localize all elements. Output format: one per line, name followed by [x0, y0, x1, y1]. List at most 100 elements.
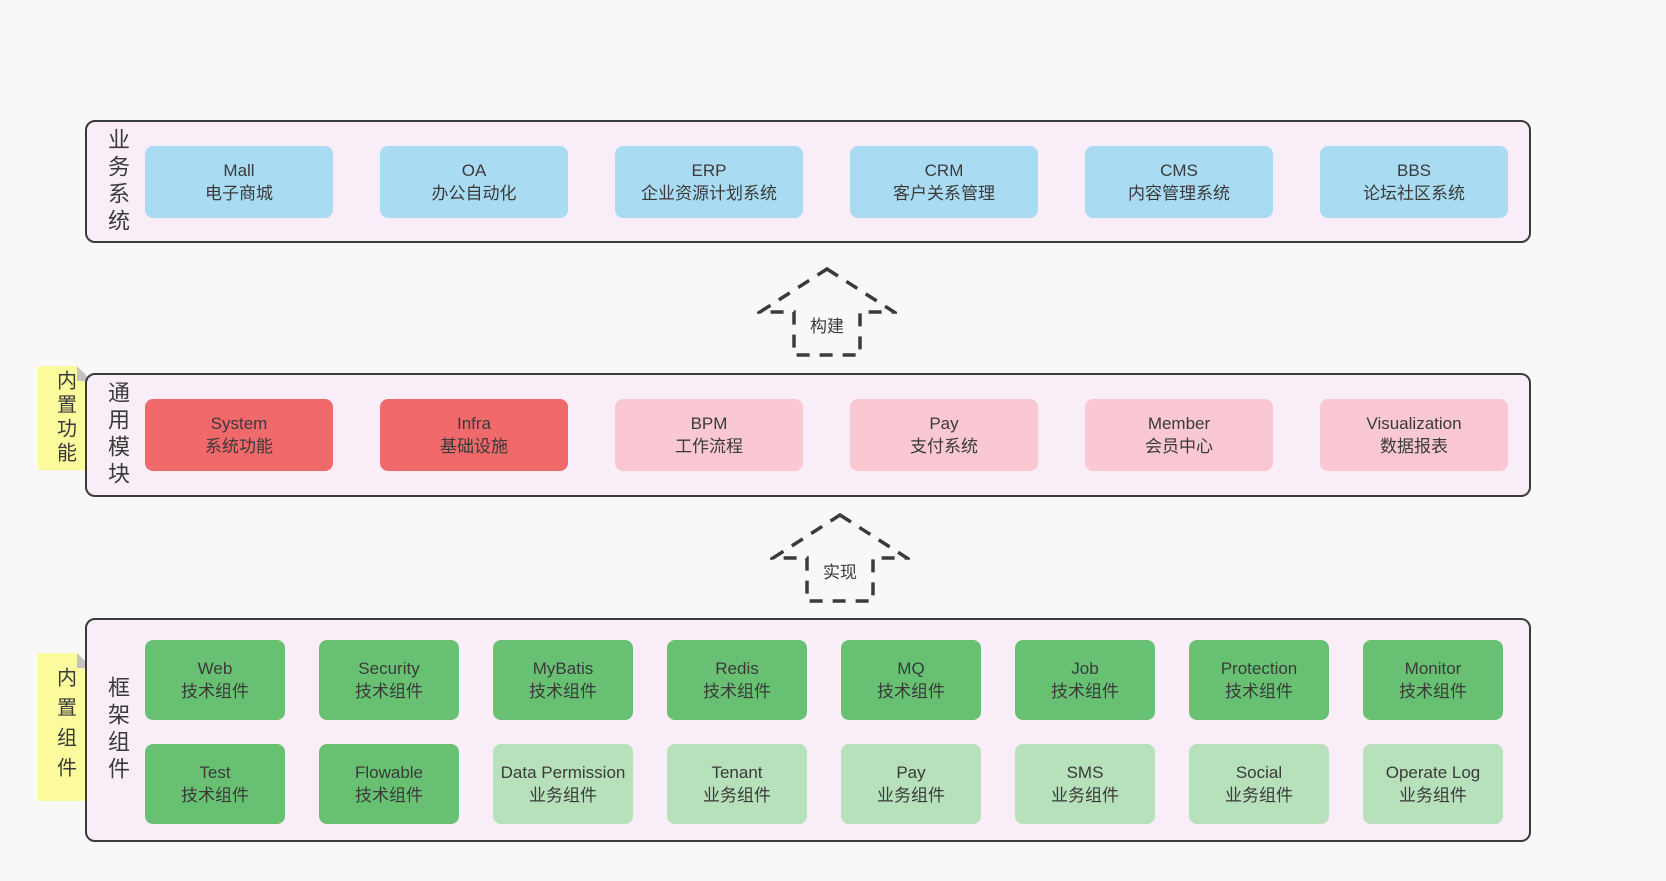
node-redis: Redis 技术组件: [667, 640, 807, 720]
node-title: OA: [461, 161, 487, 180]
node-title: Web: [197, 659, 233, 678]
node-title: Security: [358, 659, 420, 678]
node-subtitle: 工作流程: [675, 437, 743, 456]
section-label-business: 业务系统: [105, 127, 130, 236]
node-test: Test 技术组件: [145, 744, 285, 824]
node-subtitle: 技术组件: [529, 682, 597, 701]
node-title: MQ: [897, 659, 925, 678]
node-pay-system: Pay 支付系统: [850, 399, 1038, 471]
node-title: Social: [1235, 763, 1283, 782]
section-framework-components: 框架组件 Web 技术组件 Security 技术组件 MyBatis 技术组件…: [85, 618, 1531, 842]
node-subtitle: 业务组件: [1399, 786, 1467, 805]
node-flowable: Flowable 技术组件: [319, 744, 459, 824]
node-bpm: BPM 工作流程: [615, 399, 803, 471]
node-title: Member: [1147, 414, 1211, 433]
node-subtitle: 论坛社区系统: [1363, 184, 1465, 203]
node-title: Flowable: [354, 763, 424, 782]
node-subtitle: 业务组件: [703, 786, 771, 805]
node-mq: MQ 技术组件: [841, 640, 981, 720]
node-title: Infra: [456, 414, 492, 433]
section-label-modules: 通用模块: [105, 381, 130, 489]
node-web: Web 技术组件: [145, 640, 285, 720]
dashed-up-arrow-icon: [757, 266, 897, 357]
node-title: CMS: [1160, 161, 1198, 180]
node-title: Monitor: [1404, 659, 1462, 678]
node-mybatis: MyBatis 技术组件: [493, 640, 633, 720]
node-title: Pay: [929, 414, 959, 433]
node-protection: Protection 技术组件: [1189, 640, 1329, 720]
node-mall: Mall 电子商城: [145, 146, 333, 218]
node-title: Job: [1071, 659, 1099, 678]
node-subtitle: 技术组件: [1399, 682, 1467, 701]
node-subtitle: 办公自动化: [431, 184, 517, 203]
node-subtitle: 企业资源计划系统: [641, 184, 777, 203]
node-title: MyBatis: [532, 659, 594, 678]
node-system: System 系统功能: [145, 399, 333, 471]
arrow-build: 构建: [757, 266, 897, 358]
node-social: Social 业务组件: [1189, 744, 1329, 824]
framework-box-row-1: Web 技术组件 Security 技术组件 MyBatis 技术组件 Redi…: [145, 640, 1503, 720]
node-subtitle: 技术组件: [181, 682, 249, 701]
sticky-note-built-in-features: 内置功能: [38, 366, 92, 470]
node-subtitle: 技术组件: [1225, 682, 1293, 701]
node-subtitle: 业务组件: [1051, 786, 1119, 805]
arrow-label: 构建: [805, 310, 849, 339]
node-sms: SMS 业务组件: [1015, 744, 1155, 824]
node-title: Operate Log: [1385, 763, 1481, 782]
business-box-row: Mall 电子商城 OA 办公自动化 ERP 企业资源计划系统 CRM 客户关系…: [145, 146, 1508, 218]
node-subtitle: 基础设施: [440, 437, 508, 456]
node-visualization: Visualization 数据报表: [1320, 399, 1508, 471]
node-subtitle: 技术组件: [877, 682, 945, 701]
modules-box-row: System 系统功能 Infra 基础设施 BPM 工作流程 Pay 支付系统…: [145, 399, 1508, 471]
node-title: Data Permission: [500, 763, 626, 782]
section-common-modules: 通用模块 System 系统功能 Infra 基础设施 BPM 工作流程 Pay…: [85, 373, 1531, 497]
node-subtitle: 业务组件: [529, 786, 597, 805]
node-crm: CRM 客户关系管理: [850, 146, 1038, 218]
node-title: SMS: [1066, 763, 1104, 782]
node-subtitle: 技术组件: [355, 682, 423, 701]
node-title: System: [210, 414, 268, 433]
node-job: Job 技术组件: [1015, 640, 1155, 720]
node-title: Protection: [1220, 659, 1298, 678]
node-subtitle: 业务组件: [877, 786, 945, 805]
node-title: ERP: [691, 161, 727, 180]
dashed-up-arrow-icon: [770, 512, 910, 603]
node-member: Member 会员中心: [1085, 399, 1273, 471]
node-pay-component: Pay 业务组件: [841, 744, 981, 824]
node-subtitle: 内容管理系统: [1128, 184, 1230, 203]
node-title: Mall: [223, 161, 255, 180]
node-subtitle: 技术组件: [703, 682, 771, 701]
node-subtitle: 客户关系管理: [893, 184, 995, 203]
node-security: Security 技术组件: [319, 640, 459, 720]
sticky-label: 内置功能: [53, 370, 76, 466]
node-bbs: BBS 论坛社区系统: [1320, 146, 1508, 218]
node-subtitle: 技术组件: [355, 786, 423, 805]
node-title: Visualization: [1366, 414, 1462, 433]
node-subtitle: 技术组件: [1051, 682, 1119, 701]
node-infra: Infra 基础设施: [380, 399, 568, 471]
node-subtitle: 系统功能: [205, 437, 273, 456]
node-subtitle: 电子商城: [205, 184, 273, 203]
arrow-implement: 实现: [770, 512, 910, 604]
section-business-systems: 业务系统 Mall 电子商城 OA 办公自动化 ERP 企业资源计划系统 CRM…: [85, 120, 1531, 243]
node-title: Redis: [715, 659, 759, 678]
section-label-framework: 框架组件: [105, 676, 130, 784]
node-title: Test: [199, 763, 231, 782]
node-erp: ERP 企业资源计划系统: [615, 146, 803, 218]
node-title: BPM: [690, 414, 728, 433]
node-subtitle: 数据报表: [1380, 437, 1448, 456]
node-subtitle: 支付系统: [910, 437, 978, 456]
node-data-permission: Data Permission 业务组件: [493, 744, 633, 824]
sticky-label: 内置组件: [53, 667, 76, 787]
node-tenant: Tenant 业务组件: [667, 744, 807, 824]
node-title: BBS: [1396, 161, 1432, 180]
node-title: Tenant: [711, 763, 763, 782]
node-oa: OA 办公自动化: [380, 146, 568, 218]
node-subtitle: 业务组件: [1225, 786, 1293, 805]
arrow-label: 实现: [818, 556, 862, 585]
node-subtitle: 技术组件: [181, 786, 249, 805]
node-title: Pay: [896, 763, 926, 782]
node-title: CRM: [924, 161, 964, 180]
sticky-note-built-in-components: 内置组件: [38, 653, 92, 801]
